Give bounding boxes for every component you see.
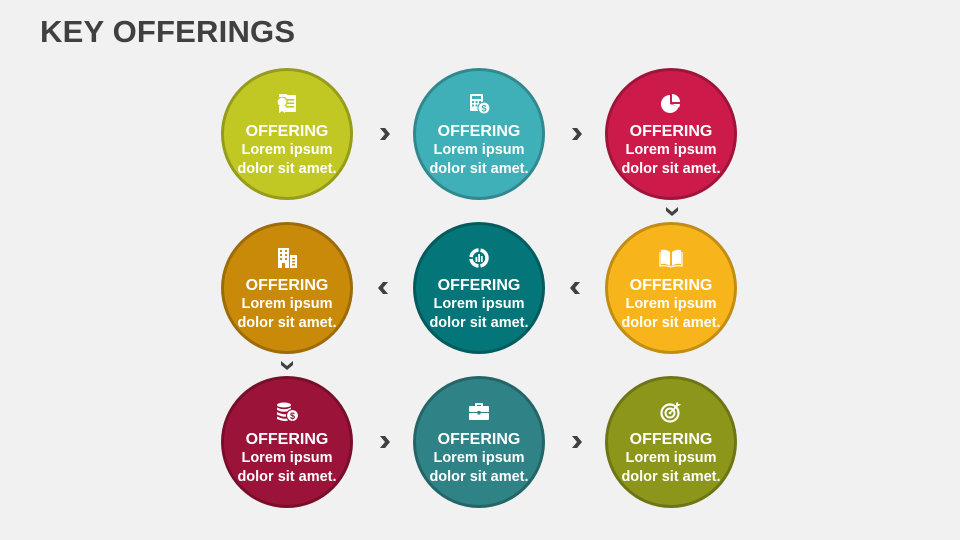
chevron-left-icon: [378, 282, 388, 294]
offering-line-1: Lorem ipsum: [241, 296, 333, 312]
briefcase-icon: [469, 403, 489, 420]
chevron-left-icon: [570, 282, 580, 294]
offering-line-2: dolor sit amet.: [237, 161, 337, 177]
offering-circle-7: $ OFFERING Lorem ipsum dolor sit amet.: [221, 376, 353, 508]
offering-line-1: Lorem ipsum: [241, 142, 333, 158]
offering-circle-2: $ OFFERING Lorem ipsum dolor sit amet.: [413, 68, 545, 200]
offering-heading: OFFERING: [245, 431, 329, 448]
offering-line-2: dolor sit amet.: [621, 161, 721, 177]
page-title: KEY OFFERINGS: [40, 14, 296, 49]
calculator-money-bag-icon: $: [470, 94, 491, 115]
offering-circle-1: OFFERING Lorem ipsum dolor sit amet.: [221, 68, 353, 200]
offering-circle-8: OFFERING Lorem ipsum dolor sit amet.: [413, 376, 545, 508]
offering-line-2: dolor sit amet.: [237, 315, 337, 331]
offering-heading: OFFERING: [245, 277, 329, 294]
offering-circle-5: OFFERING Lorem ipsum dolor sit amet.: [413, 222, 545, 354]
offering-line-1: Lorem ipsum: [433, 450, 525, 466]
svg-text:$: $: [290, 411, 295, 421]
offering-heading: OFFERING: [629, 123, 713, 140]
offering-circle-3: OFFERING Lorem ipsum dolor sit amet.: [605, 68, 737, 200]
offering-line-1: Lorem ipsum: [625, 450, 717, 466]
chevron-down-icon: [281, 361, 293, 370]
offering-line-2: dolor sit amet.: [429, 315, 529, 331]
offering-line-1: Lorem ipsum: [625, 142, 717, 158]
chevron-right-icon: [380, 128, 390, 140]
offering-heading: OFFERING: [437, 277, 521, 294]
chevron-right-icon: [572, 128, 582, 140]
chevron-right-icon: [380, 436, 390, 448]
pie-chart-icon: [661, 94, 680, 113]
offering-line-1: Lorem ipsum: [241, 450, 333, 466]
offering-line-1: Lorem ipsum: [433, 296, 525, 312]
open-book-icon: [659, 249, 683, 268]
offering-line-2: dolor sit amet.: [429, 161, 529, 177]
offering-line-2: dolor sit amet.: [621, 315, 721, 331]
offering-line-2: dolor sit amet.: [237, 469, 337, 485]
offering-circle-6: OFFERING Lorem ipsum dolor sit amet.: [221, 222, 353, 354]
coins-dollar-icon: $: [277, 402, 299, 423]
target-icon: [660, 402, 681, 423]
offering-heading: OFFERING: [437, 431, 521, 448]
buildings-icon: [278, 248, 297, 268]
offering-heading: OFFERING: [629, 277, 713, 294]
svg-text:$: $: [481, 104, 486, 114]
donut-chart-icon: [469, 248, 489, 268]
offering-line-2: dolor sit amet.: [429, 469, 529, 485]
offering-circle-9: OFFERING Lorem ipsum dolor sit amet.: [605, 376, 737, 508]
offering-circle-4: OFFERING Lorem ipsum dolor sit amet.: [605, 222, 737, 354]
chevron-down-icon: [666, 207, 678, 216]
offering-heading: OFFERING: [245, 123, 329, 140]
offering-heading: OFFERING: [629, 431, 713, 448]
offering-line-1: Lorem ipsum: [433, 142, 525, 158]
offering-line-1: Lorem ipsum: [625, 296, 717, 312]
offering-heading: OFFERING: [437, 123, 521, 140]
certificate-document-icon: [276, 94, 296, 113]
offering-line-2: dolor sit amet.: [621, 469, 721, 485]
chevron-right-icon: [572, 436, 582, 448]
